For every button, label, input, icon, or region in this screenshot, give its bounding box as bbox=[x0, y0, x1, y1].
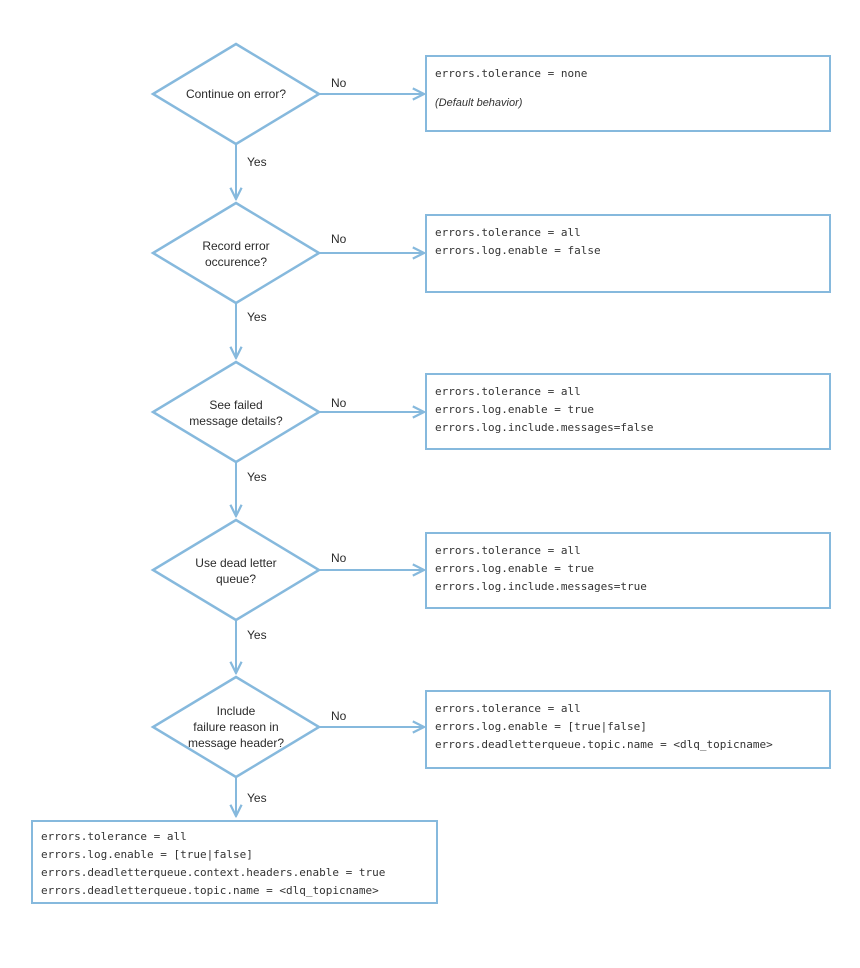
decision-label-3: See failed message details? bbox=[166, 397, 306, 429]
config-line: errors.tolerance = all bbox=[435, 702, 581, 715]
decision-label-5: Include failure reason in message header… bbox=[166, 703, 306, 751]
config-line: errors.log.enable = true bbox=[435, 403, 594, 416]
config-line: errors.tolerance = all bbox=[435, 544, 581, 557]
final-outcome-box: errors.tolerance = all errors.log.enable… bbox=[31, 820, 438, 904]
decision-label-2: Record error occurence? bbox=[166, 238, 306, 270]
decision-line: failure reason in bbox=[193, 720, 279, 734]
config-line: errors.log.enable = [true|false] bbox=[435, 720, 647, 733]
config-line: errors.tolerance = all bbox=[435, 226, 581, 239]
decision-line: Continue on error? bbox=[185, 87, 287, 101]
no-label-5: No bbox=[331, 709, 347, 723]
decision-label-4: Use dead letter queue? bbox=[166, 555, 306, 587]
decision-line: Use dead letter bbox=[195, 556, 277, 570]
decision-line: queue? bbox=[215, 572, 257, 586]
yes-label-3: Yes bbox=[247, 470, 267, 484]
config-line: errors.tolerance = all bbox=[435, 385, 581, 398]
yes-label-4: Yes bbox=[247, 628, 267, 642]
decision-line: occurence? bbox=[204, 255, 268, 269]
outcome-box-1: errors.tolerance = none (Default behavio… bbox=[425, 55, 831, 132]
decision-line: Record error bbox=[202, 239, 270, 253]
no-label-1: No bbox=[331, 76, 347, 90]
config-line: errors.deadletterqueue.topic.name = <dlq… bbox=[41, 884, 379, 897]
outcome-box-5: errors.tolerance = all errors.log.enable… bbox=[425, 690, 831, 769]
decision-line: message header? bbox=[187, 736, 285, 750]
no-label-3: No bbox=[331, 396, 347, 410]
outcome-box-2: errors.tolerance = all errors.log.enable… bbox=[425, 214, 831, 293]
config-line: errors.log.include.messages=false bbox=[435, 421, 654, 434]
config-line: errors.deadletterqueue.topic.name = <dlq… bbox=[435, 738, 773, 751]
no-label-2: No bbox=[331, 232, 347, 246]
config-line: errors.log.enable = true bbox=[435, 562, 594, 575]
yes-label-1: Yes bbox=[247, 155, 267, 169]
outcome-box-4: errors.tolerance = all errors.log.enable… bbox=[425, 532, 831, 609]
yes-label-5: Yes bbox=[247, 791, 267, 805]
decision-line: See failed bbox=[209, 398, 263, 412]
config-line: errors.tolerance = all bbox=[41, 830, 187, 843]
no-label-4: No bbox=[331, 551, 347, 565]
config-line: errors.log.enable = [true|false] bbox=[41, 848, 253, 861]
decision-label-1: Continue on error? bbox=[166, 86, 306, 102]
decision-line: message details? bbox=[189, 414, 283, 428]
yes-label-2: Yes bbox=[247, 310, 267, 324]
decision-line: Include bbox=[216, 704, 256, 718]
config-line: errors.log.enable = false bbox=[435, 244, 601, 257]
config-line: errors.tolerance = none bbox=[435, 67, 588, 80]
default-behavior-note: (Default behavior) bbox=[435, 97, 523, 109]
outcome-box-3: errors.tolerance = all errors.log.enable… bbox=[425, 373, 831, 450]
config-line: errors.log.include.messages=true bbox=[435, 580, 647, 593]
config-line: errors.deadletterqueue.context.headers.e… bbox=[41, 866, 386, 879]
